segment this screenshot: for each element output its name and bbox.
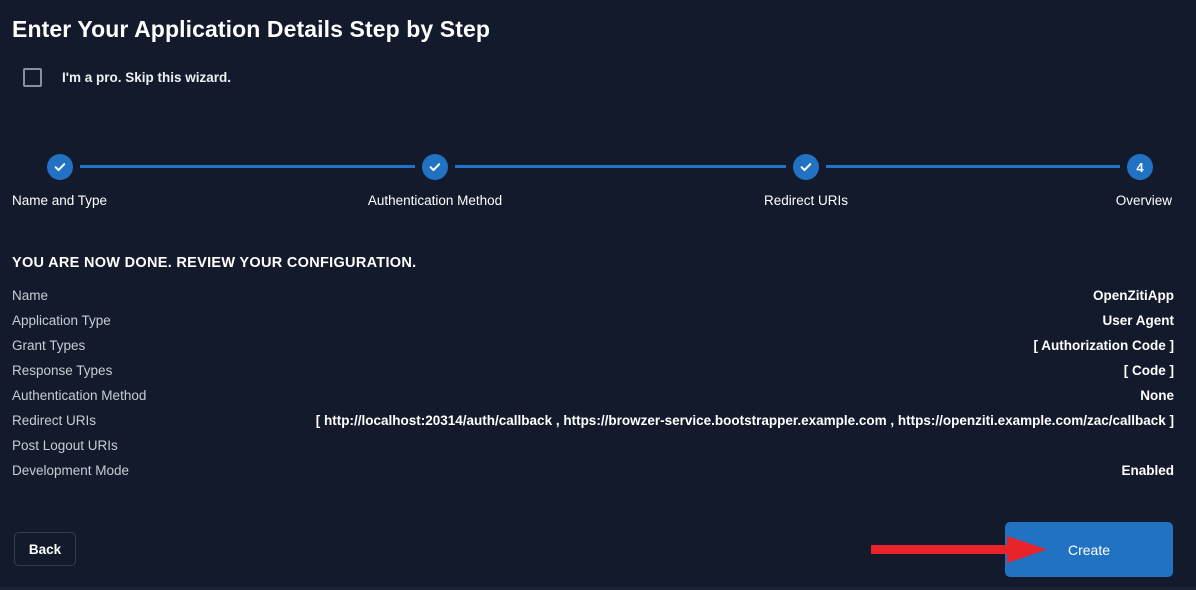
summary-value: [ Code ] bbox=[1123, 363, 1174, 378]
review-heading: YOU ARE NOW DONE. REVIEW YOUR CONFIGURAT… bbox=[12, 255, 417, 271]
step-complete-check-icon[interactable] bbox=[793, 154, 819, 180]
summary-value: User Agent bbox=[1102, 313, 1174, 328]
summary-row-grant-types: Grant Types [ Authorization Code ] bbox=[12, 338, 1174, 363]
configuration-summary: Name OpenZitiApp Application Type User A… bbox=[12, 288, 1174, 488]
summary-label: Redirect URIs bbox=[12, 413, 97, 428]
skip-wizard-checkbox[interactable] bbox=[23, 68, 42, 87]
stepper-label-overview: Overview bbox=[1115, 193, 1172, 208]
summary-value: [ Authorization Code ] bbox=[1033, 338, 1174, 353]
summary-row-response-types: Response Types [ Code ] bbox=[12, 363, 1174, 388]
summary-row-application-type: Application Type User Agent bbox=[12, 313, 1174, 338]
summary-value: Enabled bbox=[1121, 463, 1174, 478]
wizard-stepper: Name and Type Authentication Method Redi… bbox=[0, 148, 1196, 218]
step-number-badge[interactable]: 4 bbox=[1127, 154, 1153, 180]
stepper-connector-2 bbox=[455, 165, 786, 168]
step-complete-check-icon[interactable] bbox=[47, 154, 73, 180]
skip-wizard-label: I'm a pro. Skip this wizard. bbox=[62, 70, 231, 85]
summary-label: Post Logout URIs bbox=[12, 438, 118, 453]
summary-row-authentication-method: Authentication Method None bbox=[12, 388, 1174, 413]
stepper-connector-3 bbox=[826, 165, 1120, 168]
summary-value: OpenZitiApp bbox=[1093, 288, 1174, 303]
summary-label: Authentication Method bbox=[12, 388, 147, 403]
stepper-label-authentication-method: Authentication Method bbox=[367, 193, 503, 208]
summary-row-post-logout-uris: Post Logout URIs bbox=[12, 438, 1174, 463]
stepper-connector-1 bbox=[80, 165, 415, 168]
stepper-label-redirect-uris: Redirect URIs bbox=[763, 193, 849, 208]
page-title: Enter Your Application Details Step by S… bbox=[12, 16, 491, 42]
step-complete-check-icon[interactable] bbox=[422, 154, 448, 180]
summary-value: None bbox=[1140, 388, 1174, 403]
create-button[interactable]: Create bbox=[1005, 522, 1173, 577]
summary-label: Name bbox=[12, 288, 49, 303]
stepper-label-name-and-type: Name and Type bbox=[12, 193, 108, 208]
back-button[interactable]: Back bbox=[14, 532, 76, 566]
summary-label: Development Mode bbox=[12, 463, 130, 478]
summary-label: Application Type bbox=[12, 313, 111, 328]
summary-row-redirect-uris: Redirect URIs [ http://localhost:20314/a… bbox=[12, 413, 1174, 438]
summary-row-development-mode: Development Mode Enabled bbox=[12, 463, 1174, 488]
summary-value: [ http://localhost:20314/auth/callback ,… bbox=[315, 413, 1174, 428]
summary-row-name: Name OpenZitiApp bbox=[12, 288, 1174, 313]
summary-label: Grant Types bbox=[12, 338, 86, 353]
skip-wizard-row: I'm a pro. Skip this wizard. bbox=[23, 68, 231, 87]
summary-label: Response Types bbox=[12, 363, 113, 378]
